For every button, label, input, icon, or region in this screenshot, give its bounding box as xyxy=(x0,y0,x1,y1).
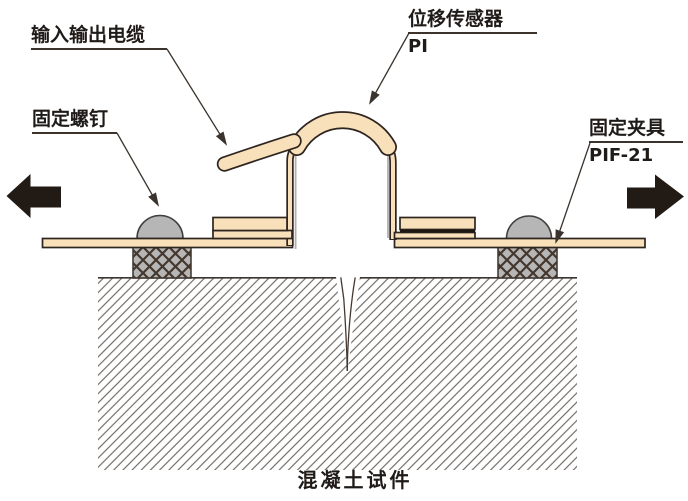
label-sensor-name: 位移传感器 xyxy=(408,8,537,34)
anchor-pad-right xyxy=(497,246,558,279)
sensor-arch xyxy=(289,113,396,155)
crack-right-edge xyxy=(346,277,356,372)
label-specimen: 混凝土试件 xyxy=(297,468,413,492)
leader-screw xyxy=(116,132,159,207)
label-io-cable-text: 输入输出电缆 xyxy=(31,24,167,50)
label-fixing-screw: 固定螺钉 xyxy=(32,108,117,134)
label-fixing-screw-text: 固定螺钉 xyxy=(32,108,117,134)
label-clamp-model: PIF-21 xyxy=(589,145,654,166)
label-fixing-clamp-text: 固定夹具 xyxy=(589,117,683,143)
leader-sensor xyxy=(369,32,410,105)
leader-clamp xyxy=(555,142,591,244)
mounting-bar-right xyxy=(393,237,646,249)
fixing-screw-dome-left xyxy=(136,214,184,240)
fixing-clamp-right xyxy=(393,216,476,240)
leader-io-cable xyxy=(166,48,228,146)
label-sensor-model: PI xyxy=(408,36,428,57)
io-cable xyxy=(218,135,300,170)
fixing-clamp-left xyxy=(212,216,293,240)
mounting-bar-left xyxy=(41,237,294,249)
left-force-arrow-icon xyxy=(6,174,61,218)
fixing-screw-dome-right xyxy=(505,215,553,240)
concrete-specimen-hatch xyxy=(98,278,577,470)
label-fixing-clamp: 固定夹具 PIF-21 xyxy=(589,117,683,167)
label-io-cable: 输入输出电缆 xyxy=(31,24,167,50)
label-sensor: 位移传感器 PI xyxy=(408,8,537,58)
right-force-arrow-icon xyxy=(627,174,684,219)
anchor-pad-left xyxy=(132,246,192,279)
crack-clearing xyxy=(336,276,360,372)
